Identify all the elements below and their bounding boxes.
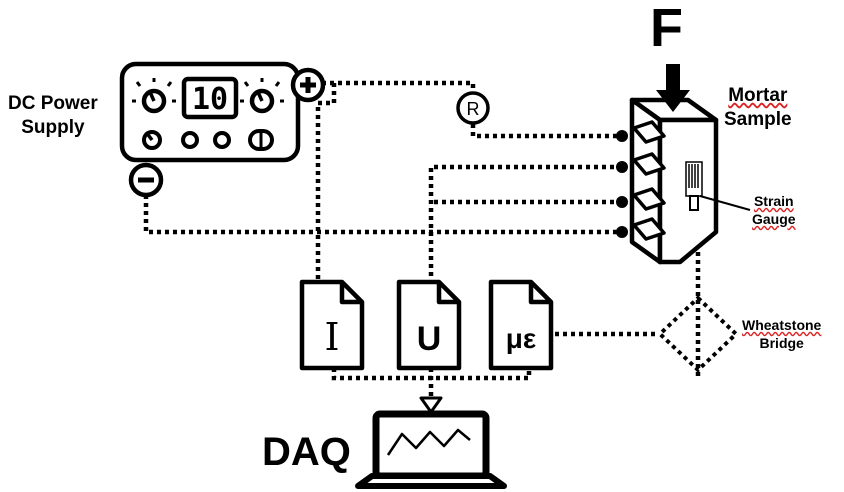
dc-label-line2: Supply	[21, 117, 85, 138]
strain-gauge-icon	[685, 161, 703, 211]
wire-plus-to-current	[315, 83, 337, 282]
wheatstone-label-line2: Bridge	[759, 335, 804, 351]
resistor: R	[456, 91, 490, 125]
dc-power-supply: 10	[119, 61, 301, 163]
doc-strain: με	[488, 279, 554, 371]
wheatstone-bridge-label: Wheatstone Bridge	[742, 316, 821, 352]
daq-label: DAQ	[262, 430, 351, 474]
daq-input-arrow	[419, 396, 443, 414]
wire-minus-to-sample	[143, 195, 622, 235]
plus-terminal	[290, 67, 326, 103]
plus-terminal-symbol: +	[301, 73, 315, 97]
wire-plus-to-resistor	[322, 80, 476, 92]
strain-gauge-label: Strain Gauge	[752, 192, 796, 228]
minus-terminal	[128, 162, 164, 198]
doc-current: I	[299, 279, 365, 371]
resistor-label: R	[467, 99, 480, 119]
force-label: F	[650, 0, 683, 58]
mortar-label-line1: Mortar	[728, 85, 788, 106]
power-display-value: 10	[192, 82, 228, 117]
force-arrow-icon	[656, 64, 690, 112]
daq-laptop-icon	[355, 410, 507, 489]
indicator-1-icon	[181, 131, 199, 149]
doc-current-symbol: I	[324, 315, 339, 359]
mortar-sample	[616, 97, 719, 265]
wire-resistor-to-sample	[470, 124, 622, 139]
doc-strain-symbol: με	[506, 323, 536, 354]
power-display	[181, 76, 239, 120]
minus-terminal-symbol: −	[139, 168, 153, 192]
mortar-label-line2: Sample	[724, 109, 792, 130]
strain-label-line2: Gauge	[752, 211, 796, 227]
mortar-sample-label: Mortar Sample	[724, 84, 792, 132]
wheatstone-label-line1: Wheatstone	[742, 317, 822, 333]
strain-gauge-leader	[699, 195, 751, 211]
doc-voltage: U	[396, 279, 462, 371]
wheatstone-bridge-icon	[657, 295, 739, 373]
wire-sample-to-voltage	[428, 164, 622, 282]
sample-electrodes	[616, 120, 666, 241]
doc-voltage-symbol: U	[417, 320, 442, 358]
indicator-2-icon	[213, 131, 231, 149]
dc-power-supply-label: DC Power Supply	[8, 92, 98, 140]
strain-label-line1: Strain	[753, 193, 794, 209]
wiring	[143, 80, 701, 398]
dc-label-line1: DC Power	[8, 93, 98, 114]
